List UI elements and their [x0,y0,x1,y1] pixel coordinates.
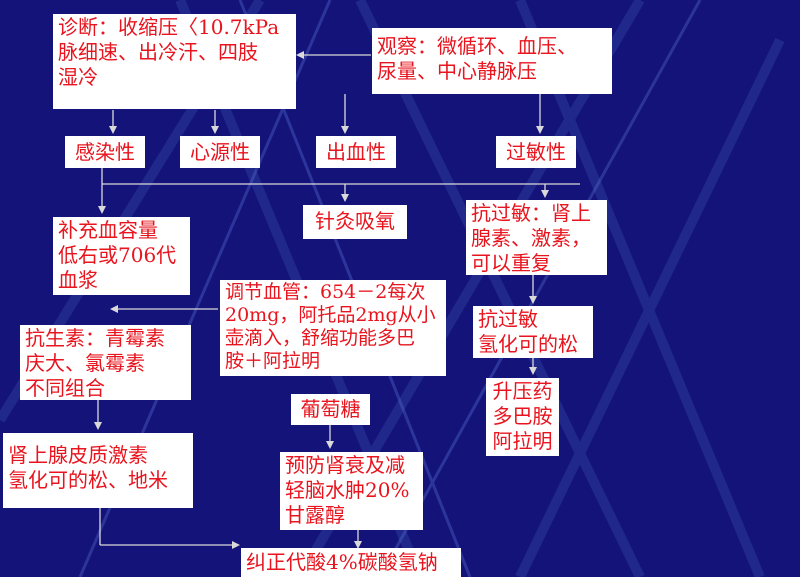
antibiotics-box: 抗生素：青霉素 庆大、氯霉素 不同组合 [20,325,191,400]
allergic-node: 过敏性 [496,136,576,168]
pressor-box: 升压药 多巴胺 阿拉明 [486,378,559,456]
acidosis-correction-box: 纠正代酸4%碳酸氢钠 [241,548,461,577]
infection-node: 感染性 [65,136,145,168]
anti-allergy-box: 抗过敏：肾上 腺素、激素， 可以重复 [466,200,607,275]
corticosteroid-box: 肾上腺皮质激素 氢化可的松、地米 [3,433,193,508]
observe-box: 观察：微循环、血压、 尿量、中心静脉压 [372,28,612,94]
renal-protection-box: 预防肾衰及减 轻脑水肿20% 甘露醇 [280,452,423,530]
anti-allergy-2-box: 抗过敏 氢化可的松 [473,306,593,358]
acupuncture-oxygen-node: 针灸吸氧 [303,205,407,239]
glucose-node: 葡萄糖 [291,394,370,425]
vascular-regulation-box: 调节血管：654－2每次 20mg，阿托品2mg从小 壶滴入，舒缩功能多巴 胺＋… [220,280,446,376]
volume-replacement-box: 补充血容量 低右或706代 血浆 [53,217,190,295]
hemorrhagic-node: 出血性 [316,136,396,168]
cardiogenic-node: 心源性 [180,136,260,168]
diagnosis-box: 诊断：收缩压〈10.7kPa 脉细速、出冷汗、四肢 湿冷 [53,14,296,109]
